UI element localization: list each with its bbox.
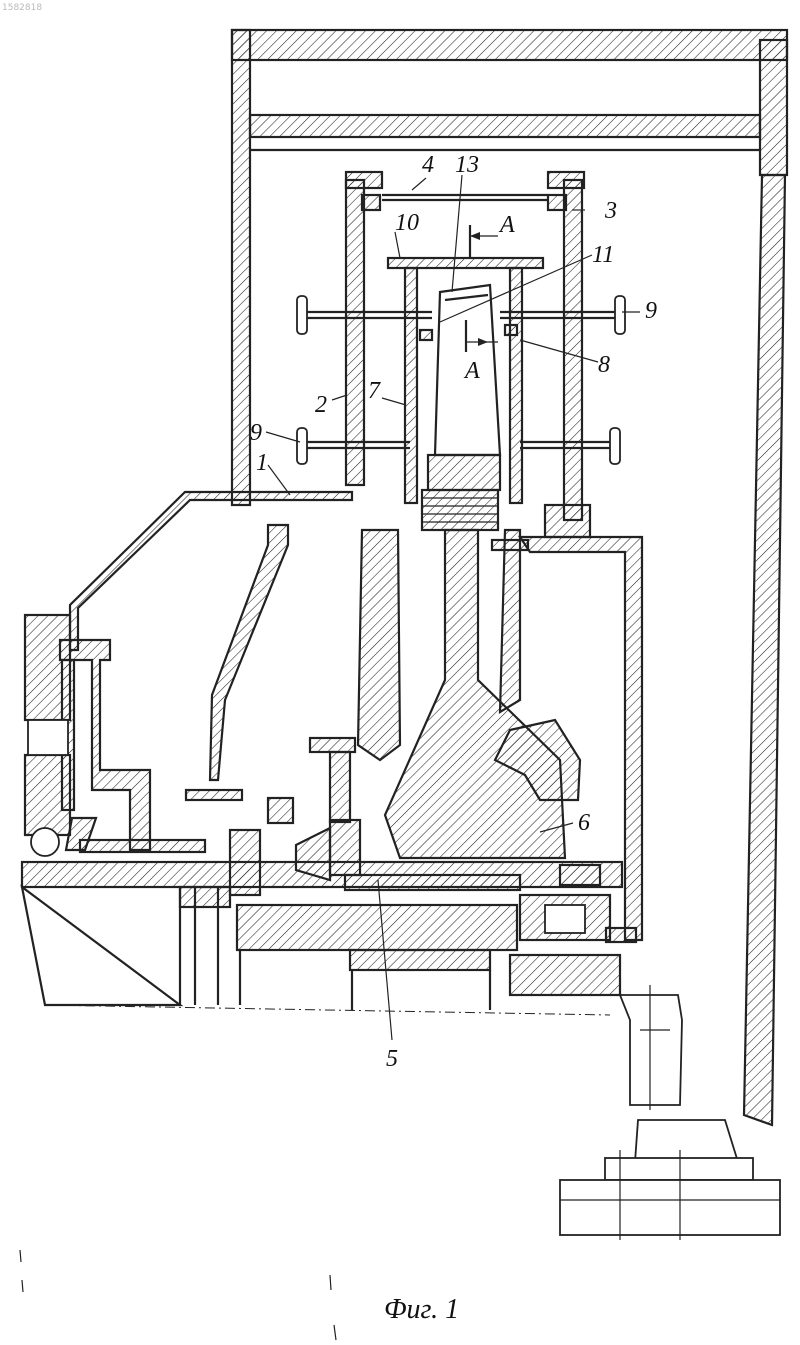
- label-a-bottom: A: [463, 358, 480, 384]
- blade-13: [420, 285, 517, 530]
- housing-1: [25, 492, 352, 856]
- label-9-left: 9: [250, 420, 262, 446]
- figure-caption: Фиг. 1: [384, 1294, 459, 1325]
- label-4: 4: [422, 152, 434, 178]
- label-8: 8: [598, 352, 610, 378]
- label-6: 6: [578, 810, 590, 836]
- label-a-top: A: [498, 212, 515, 238]
- rotor-disk-6: [358, 530, 580, 858]
- label-10: 10: [395, 210, 419, 236]
- label-7: 7: [368, 378, 381, 404]
- label-5: 5: [386, 1046, 398, 1072]
- scan-marks: [20, 1250, 336, 1340]
- axis-line: [45, 1005, 610, 1015]
- label-3: 3: [604, 198, 617, 224]
- document-number: 1582818: [2, 3, 42, 13]
- label-1: 1: [256, 450, 268, 476]
- label-13: 13: [455, 152, 479, 178]
- label-2: 2: [315, 392, 327, 418]
- label-11: 11: [592, 242, 614, 268]
- label-9-right: 9: [645, 298, 657, 324]
